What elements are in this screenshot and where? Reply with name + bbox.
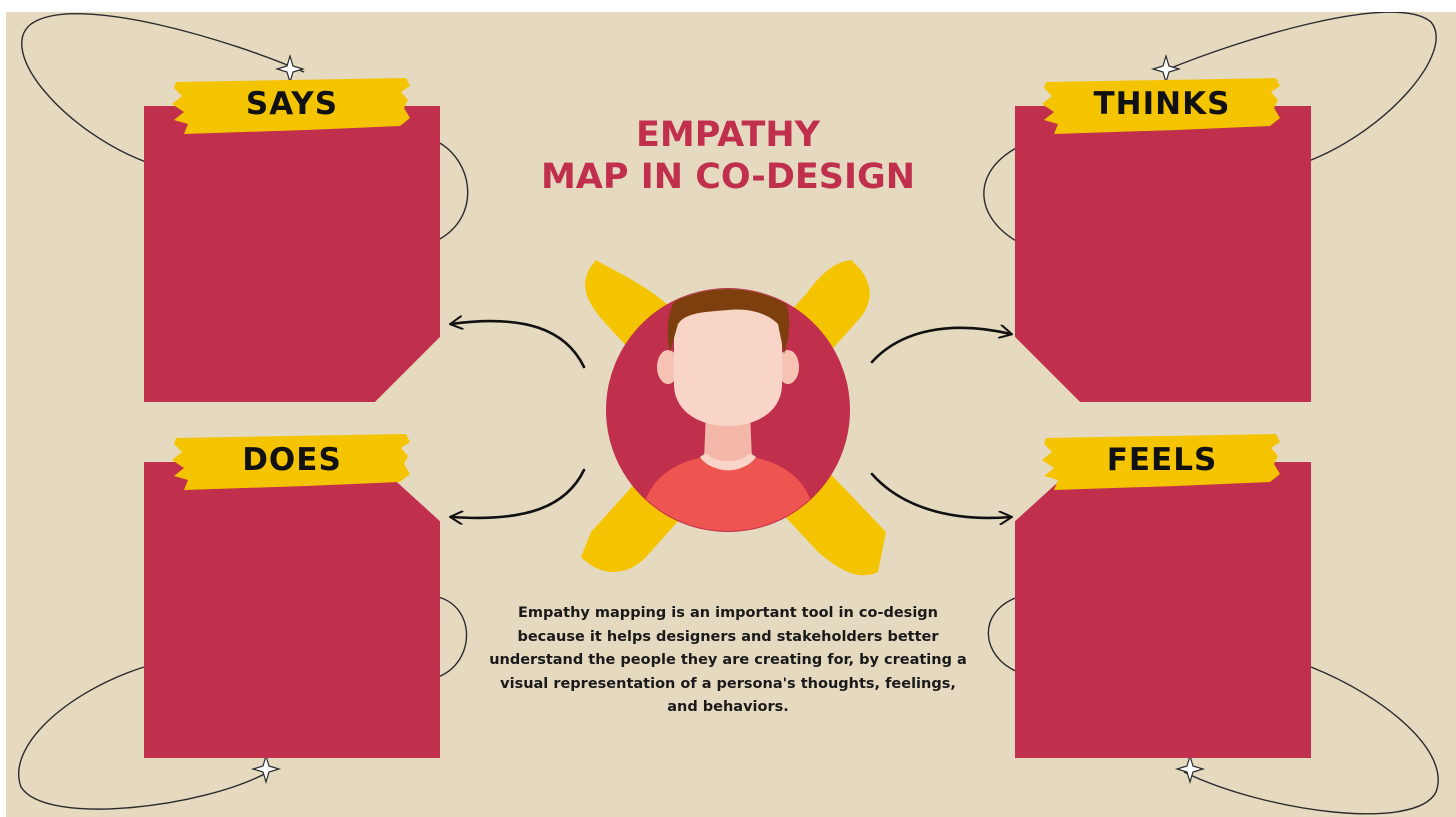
description-text: Empathy mapping is an important tool in … bbox=[489, 605, 967, 715]
sparkle-icon bbox=[250, 753, 282, 785]
label-highlights bbox=[172, 78, 1280, 490]
says-panel bbox=[144, 106, 440, 402]
shirt bbox=[640, 454, 816, 531]
orbit-line-feels-left bbox=[987, 596, 1019, 673]
hair bbox=[667, 289, 790, 354]
says-label: SAYS bbox=[245, 86, 339, 122]
does-label: DOES bbox=[242, 442, 342, 478]
persona-graphic bbox=[6, 260, 1456, 576]
orbit-line-does-right bbox=[437, 596, 468, 678]
thinks-label: THINKS bbox=[1093, 86, 1231, 122]
orbit-line-thinks-left bbox=[983, 146, 1019, 243]
orbit-line-bottom-left bbox=[18, 666, 269, 810]
left-ear bbox=[657, 350, 679, 384]
face bbox=[674, 289, 782, 426]
feels-label: FEELS bbox=[1106, 442, 1218, 478]
arrow-to-does bbox=[451, 468, 586, 518]
right-ear bbox=[777, 350, 799, 384]
arrow-to-feels bbox=[870, 472, 1011, 518]
orbit-line-says-right bbox=[437, 141, 469, 241]
orbit-line-top-right bbox=[1165, 12, 1437, 163]
page-title: EMPATHY MAP IN CO-DESIGN bbox=[458, 114, 998, 198]
arrow-to-says bbox=[451, 321, 586, 369]
says-highlight bbox=[172, 78, 410, 134]
arrow-to-thinks bbox=[870, 328, 1011, 364]
does-highlight bbox=[172, 434, 410, 490]
does-panel bbox=[144, 462, 440, 758]
thinks-panel bbox=[1015, 106, 1311, 402]
person-avatar-icon bbox=[640, 289, 816, 531]
orbit-line-top-left bbox=[21, 12, 305, 163]
orbit-line-bottom-right bbox=[1183, 666, 1439, 815]
feels-highlight bbox=[1042, 434, 1280, 490]
thinks-highlight bbox=[1042, 78, 1280, 134]
empathy-map-canvas: SAYS THINKS DOES FEELS EMPATHY MAP IN CO… bbox=[6, 12, 1456, 817]
feels-panel bbox=[1015, 462, 1311, 758]
collar bbox=[700, 453, 756, 470]
title-line-2: MAP IN CO-DESIGN bbox=[540, 157, 916, 197]
connector-arrows bbox=[451, 321, 1011, 518]
sparkle-icon bbox=[1174, 753, 1206, 785]
neck bbox=[704, 412, 752, 471]
title-line-1: EMPATHY bbox=[635, 115, 821, 155]
